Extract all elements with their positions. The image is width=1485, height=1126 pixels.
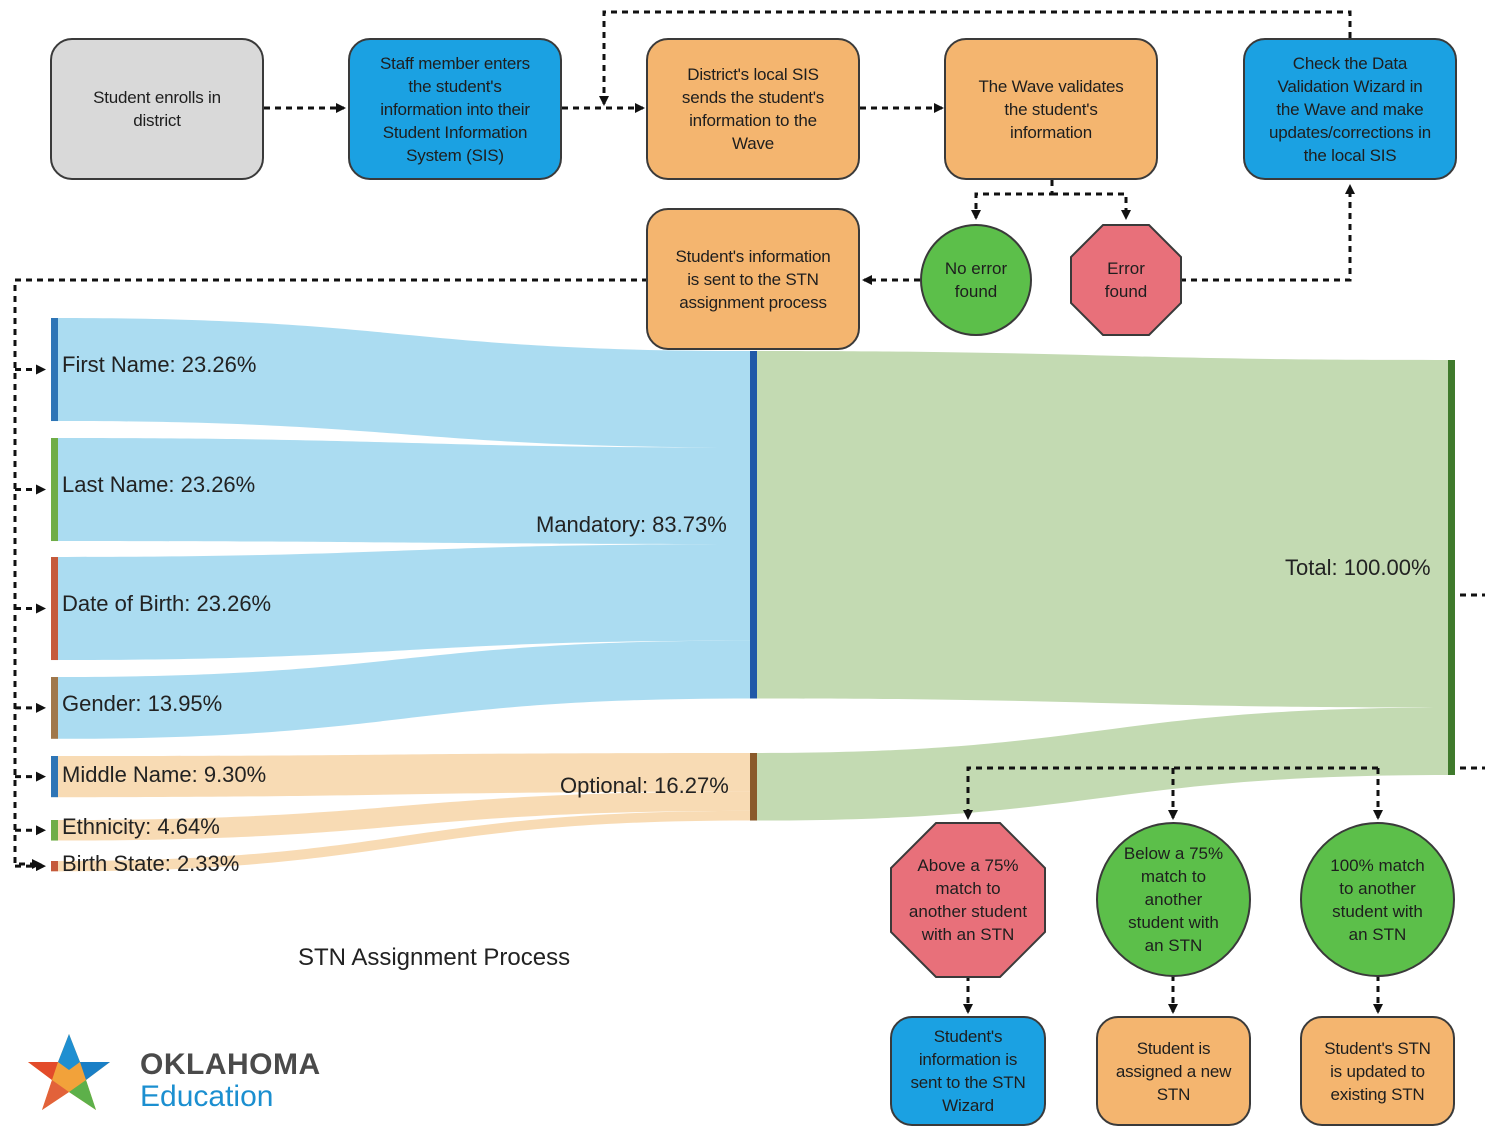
flow-gender (58, 640, 750, 739)
node-bar-date-of-birth (51, 557, 58, 661)
staff-entry-text: Staff member enters the student's inform… (380, 53, 530, 165)
sankey-chart (51, 318, 1455, 872)
enroll-text: Student enrolls in district (93, 88, 221, 130)
below-75-text: Below a 75% match to another student wit… (1123, 844, 1224, 955)
arrow-validates-to-error (1052, 192, 1131, 220)
arrow-stn-to-fields (13, 278, 648, 869)
node-bar-last-name (51, 438, 58, 542)
updated-stn-text: Student's STN is updated to existing STN (1324, 1038, 1431, 1104)
wave-validates-text: The Wave validates the student's informa… (978, 76, 1124, 142)
node-bar-birth-state (51, 861, 58, 872)
stn-wizard-box: Student's information is sent to the STN… (890, 1016, 1046, 1126)
oklahoma-star-logo-icon (28, 1034, 110, 1110)
staff-entry-box: Staff member enters the student's inform… (348, 38, 562, 180)
label-ethnicity: Ethnicity: 4.64% (62, 814, 220, 839)
sis-sends-text: District's local SIS sends the student's… (681, 65, 825, 153)
check-wizard-box: Check the Data Validation Wizard in the … (1243, 38, 1457, 180)
arrow-error-to-check (1180, 184, 1355, 282)
no-error-circle: No error found (920, 224, 1032, 336)
label-total: Total: 100.00% (1285, 555, 1431, 580)
stn-wizard-text: Student's information is sent to the STN… (910, 1027, 1026, 1115)
sankey-title: STN Assignment Process (298, 944, 571, 971)
flow-date-of-birth (58, 544, 750, 661)
flow-optional-to-total (757, 707, 1448, 821)
arrow-outcome-above (963, 766, 1378, 820)
label-date-of-birth: Date of Birth: 23.26% (62, 591, 272, 616)
error-octagon: Error found (1070, 224, 1182, 336)
label-middle-name: Middle Name: 9.30% (62, 762, 267, 787)
logo-education-text: Education (140, 1080, 274, 1113)
group-bar-optional (750, 753, 757, 821)
enroll-box: Student enrolls in district (50, 38, 264, 180)
node-bar-gender (51, 677, 58, 739)
wave-validates-box: The Wave validates the student's informa… (944, 38, 1158, 180)
above-75-text: Above a 75% match to another student wit… (908, 856, 1028, 944)
arrow-total-to-outcomes (1378, 593, 1485, 818)
arrow-validates-split (971, 180, 1054, 220)
match-100-circle: 100% match to another student with an ST… (1300, 822, 1455, 977)
flow-last-name (58, 438, 750, 545)
node-bar-ethnicity (51, 820, 58, 841)
label-first-name: First Name: 23.26% (62, 352, 257, 377)
node-bar-middle-name (51, 756, 58, 798)
logo-oklahoma-text: OKLAHOMA (140, 1048, 321, 1081)
label-optional: Optional: 16.27% (560, 773, 729, 798)
flow-first-name (58, 318, 750, 448)
updated-stn-box: Student's STN is updated to existing STN (1300, 1016, 1455, 1126)
below-75-circle: Below a 75% match to another student wit… (1096, 822, 1251, 977)
match-100-text: 100% match to another student with an ST… (1330, 855, 1425, 944)
label-mandatory: Mandatory: 83.73% (536, 512, 727, 537)
no-error-text: No error found (944, 259, 1008, 301)
flow-mandatory-to-total (757, 351, 1448, 708)
error-text: Error found (1104, 259, 1148, 301)
label-gender: Gender: 13.95% (62, 691, 223, 716)
arrow-check-loop-back (599, 10, 1352, 106)
group-bar-mandatory (750, 351, 757, 699)
sent-to-stn-box: Student's information is sent to the STN… (646, 208, 860, 350)
check-wizard-text: Check the Data Validation Wizard in the … (1269, 53, 1431, 165)
node-bar-first-name (51, 318, 58, 422)
flow-ethnicity (58, 791, 750, 841)
flow-middle-name (58, 753, 750, 798)
new-stn-text: Student is assigned a new STN (1115, 1038, 1232, 1104)
sent-to-stn-text: Student's information is sent to the STN… (675, 246, 831, 312)
label-birth-state: Birth State: 2.33% (62, 851, 240, 876)
above-75-octagon: Above a 75% match to another student wit… (890, 822, 1046, 978)
label-last-name: Last Name: 23.26% (62, 472, 256, 497)
flow-birth-state (58, 810, 750, 872)
new-stn-box: Student is assigned a new STN (1096, 1016, 1251, 1126)
total-bar (1448, 360, 1455, 775)
sis-sends-box: District's local SIS sends the student's… (646, 38, 860, 180)
